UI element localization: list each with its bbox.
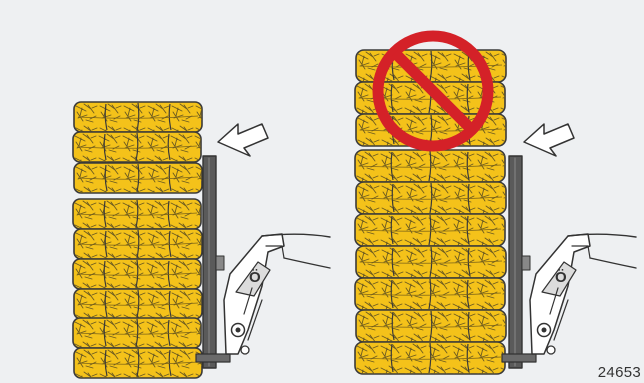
figure-number: 24653 [598,364,641,381]
bale [355,150,505,182]
bale [73,318,201,348]
bale [74,348,202,378]
bale [73,259,201,289]
svg-text:Ö: Ö [249,269,261,286]
svg-text:Ö: Ö [555,269,567,286]
bale [73,132,201,162]
bale [73,199,201,229]
bale [74,229,202,259]
bale [356,310,506,342]
bale [355,342,505,374]
bale [74,102,202,132]
bale [355,214,505,246]
bale [74,289,202,319]
bale [74,163,202,193]
bale [356,246,506,278]
bale [356,182,506,214]
left-bale-stack [73,102,202,378]
bale [355,278,505,310]
